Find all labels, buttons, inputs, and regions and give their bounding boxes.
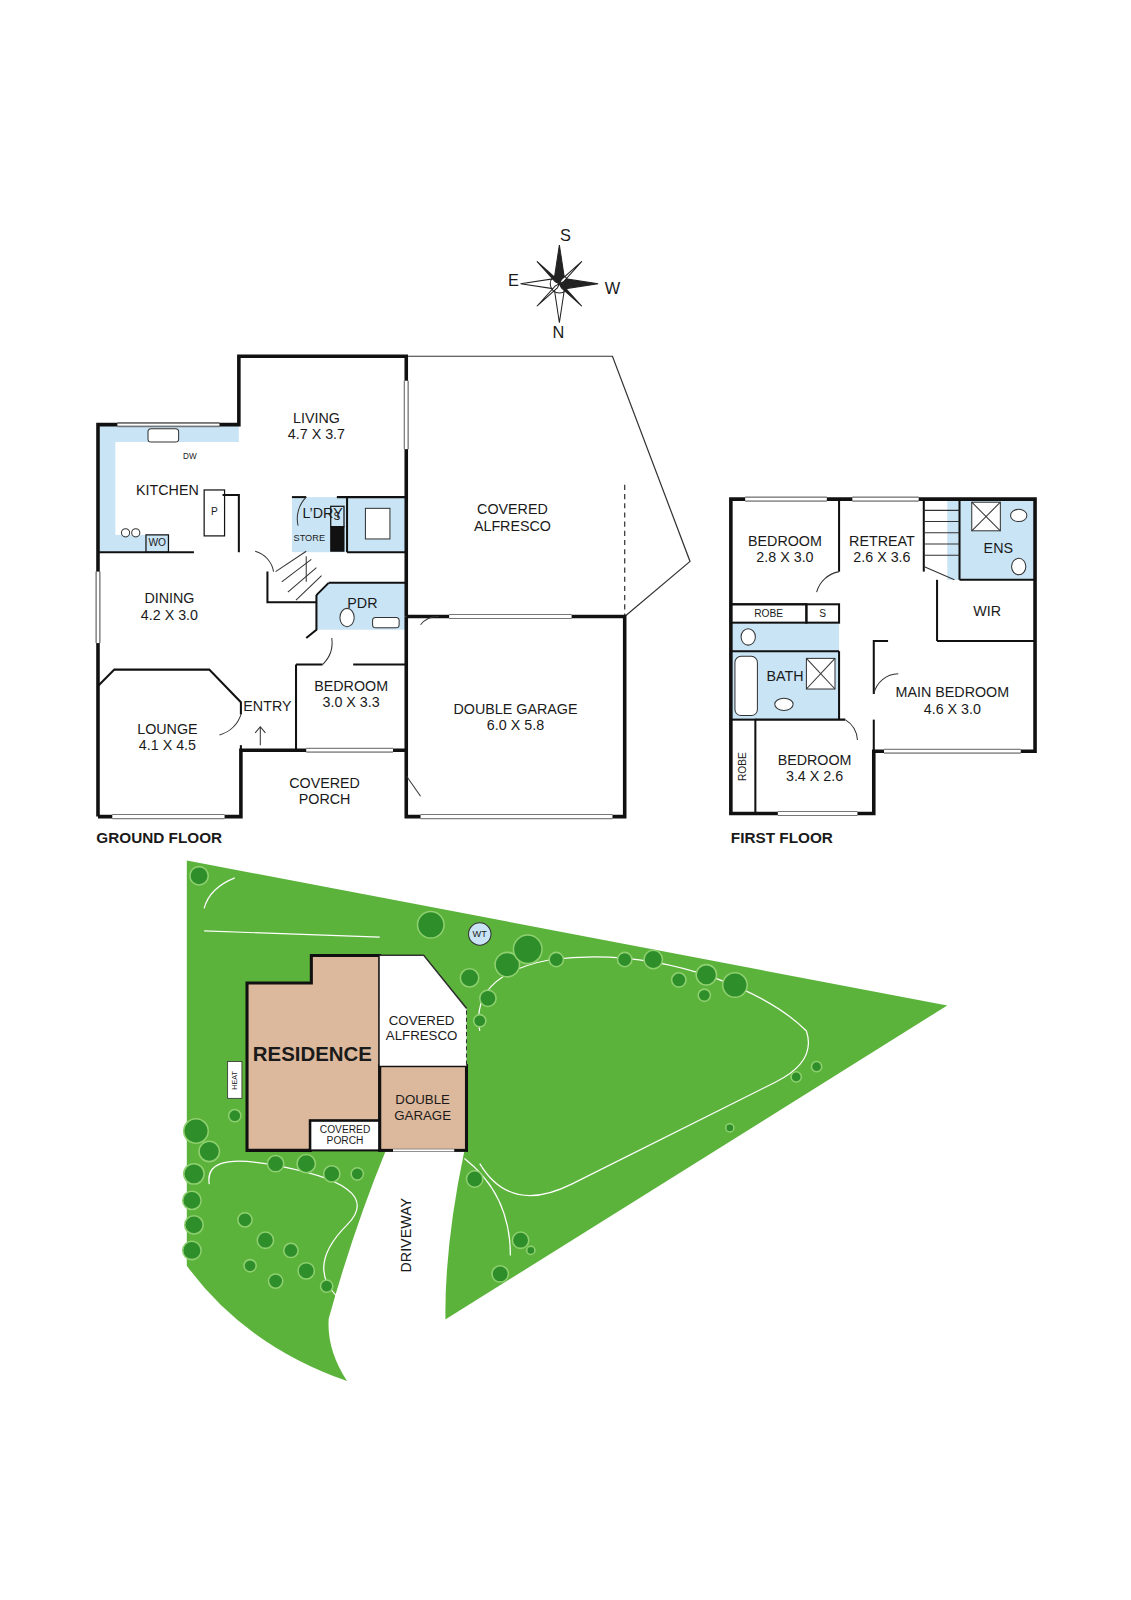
window <box>745 497 1021 815</box>
room-name: RESIDENCE <box>253 1042 372 1065</box>
room-name: COVERED PORCH <box>312 1123 377 1146</box>
room-label: BEDROOM3.4 X 2.6 <box>778 751 852 784</box>
room-dimensions: 3.0 X 3.3 <box>314 694 388 710</box>
plan-label: P <box>211 507 218 517</box>
room-name: BEDROOM <box>748 533 822 549</box>
room-label: MAIN BEDROOM4.6 X 3.0 <box>891 684 1013 717</box>
fixture <box>735 502 1027 715</box>
room-dimensions: 4.2 X 3.0 <box>141 606 198 622</box>
room-label: PDR <box>347 595 377 611</box>
alfresco-outline <box>406 356 690 616</box>
interior-wall <box>98 490 406 750</box>
site-plan <box>183 860 948 1381</box>
fixture <box>121 429 399 628</box>
room-dimensions: 2.8 X 3.0 <box>748 549 822 565</box>
plan-label: WT <box>473 929 487 938</box>
room-label: COVERED ALFRESCO <box>456 501 568 534</box>
room-name: MAIN BEDROOM <box>891 684 1013 700</box>
room-dimensions: 4.6 X 3.0 <box>891 700 1013 716</box>
room-label: COVERED PORCH <box>312 1123 377 1146</box>
plan-label: S <box>819 608 826 618</box>
stair-treads <box>276 551 322 600</box>
room-label: COVERED ALFRESCO <box>381 1014 463 1044</box>
plan-label: E <box>508 273 519 289</box>
room-name: BEDROOM <box>314 678 388 694</box>
interior-wall <box>731 499 1035 813</box>
compass-rose <box>521 245 599 323</box>
plan-label: GROUND FLOOR <box>96 829 222 844</box>
room-dimensions: 4.7 X 3.7 <box>288 426 345 442</box>
room-name: DRIVEWAY <box>398 1198 414 1273</box>
room-label: ENS <box>984 540 1013 556</box>
room-label: KITCHEN <box>136 482 199 498</box>
room-label: COVERED PORCH <box>279 775 371 808</box>
room-label: WIR <box>973 602 1001 618</box>
room-name: DOUBLE GARAGE <box>384 1093 462 1123</box>
room-label: ENTRY <box>243 698 291 714</box>
tree <box>183 867 822 1293</box>
room-dimensions: 6.0 X 5.8 <box>454 717 578 733</box>
room-label: RESIDENCE <box>253 1042 372 1065</box>
plan-label: STORE <box>294 533 325 542</box>
wall <box>731 499 1035 813</box>
room-name: LOUNGE <box>137 721 197 737</box>
room-name: ENTRY <box>243 698 291 714</box>
room-name: BEDROOM <box>778 751 852 767</box>
room-name: WIR <box>973 602 1001 618</box>
room-label: LOUNGE4.1 X 4.5 <box>137 721 197 754</box>
plan-label: ROBE <box>738 752 748 781</box>
room-label: DINING4.2 X 3.0 <box>141 590 198 623</box>
room-name: ENS <box>984 540 1013 556</box>
stair-treads <box>924 510 960 579</box>
room-name: DOUBLE GARAGE <box>454 700 578 716</box>
plan-label: DW <box>183 453 197 461</box>
room-dimensions: 4.1 X 4.5 <box>137 737 197 753</box>
room-label: BEDROOM3.0 X 3.3 <box>314 678 388 711</box>
room-label: BATH <box>766 668 803 684</box>
wet-area <box>98 425 1035 720</box>
window <box>96 381 613 819</box>
room-name: COVERED ALFRESCO <box>456 501 568 534</box>
room-name: KITCHEN <box>136 482 199 498</box>
plan-label: WO <box>148 538 166 548</box>
plan-label: S <box>560 228 571 244</box>
room-label: DOUBLE GARAGE6.0 X 5.8 <box>454 700 578 733</box>
room-name: LIVING <box>288 409 345 425</box>
plan-label: W <box>605 281 620 297</box>
room-label: DRIVEWAY <box>398 1198 414 1273</box>
room-name: DINING <box>141 590 198 606</box>
room-label: LIVING4.7 X 3.7 <box>288 409 345 442</box>
room-label: BEDROOM2.8 X 3.0 <box>748 533 822 566</box>
plan-label: S <box>333 511 340 521</box>
plan-label: HEAT <box>231 1071 238 1090</box>
plan-label: N <box>552 325 564 341</box>
room-label: RETREAT2.6 X 3.6 <box>849 533 915 566</box>
room-dimensions: 2.6 X 3.6 <box>849 549 915 565</box>
room-name: PDR <box>347 595 377 611</box>
room-label: DOUBLE GARAGE <box>384 1093 462 1123</box>
room-dimensions: 3.4 X 2.6 <box>778 768 852 784</box>
room-name: COVERED PORCH <box>279 775 371 808</box>
door-swing <box>219 497 438 796</box>
wall <box>98 356 625 816</box>
plan-label: ROBE <box>754 608 783 618</box>
plan-label: FIRST FLOOR <box>731 829 833 844</box>
room-name: BATH <box>766 668 803 684</box>
room-name: COVERED ALFRESCO <box>381 1014 463 1044</box>
door-swing <box>817 572 899 740</box>
room-name: RETREAT <box>849 533 915 549</box>
